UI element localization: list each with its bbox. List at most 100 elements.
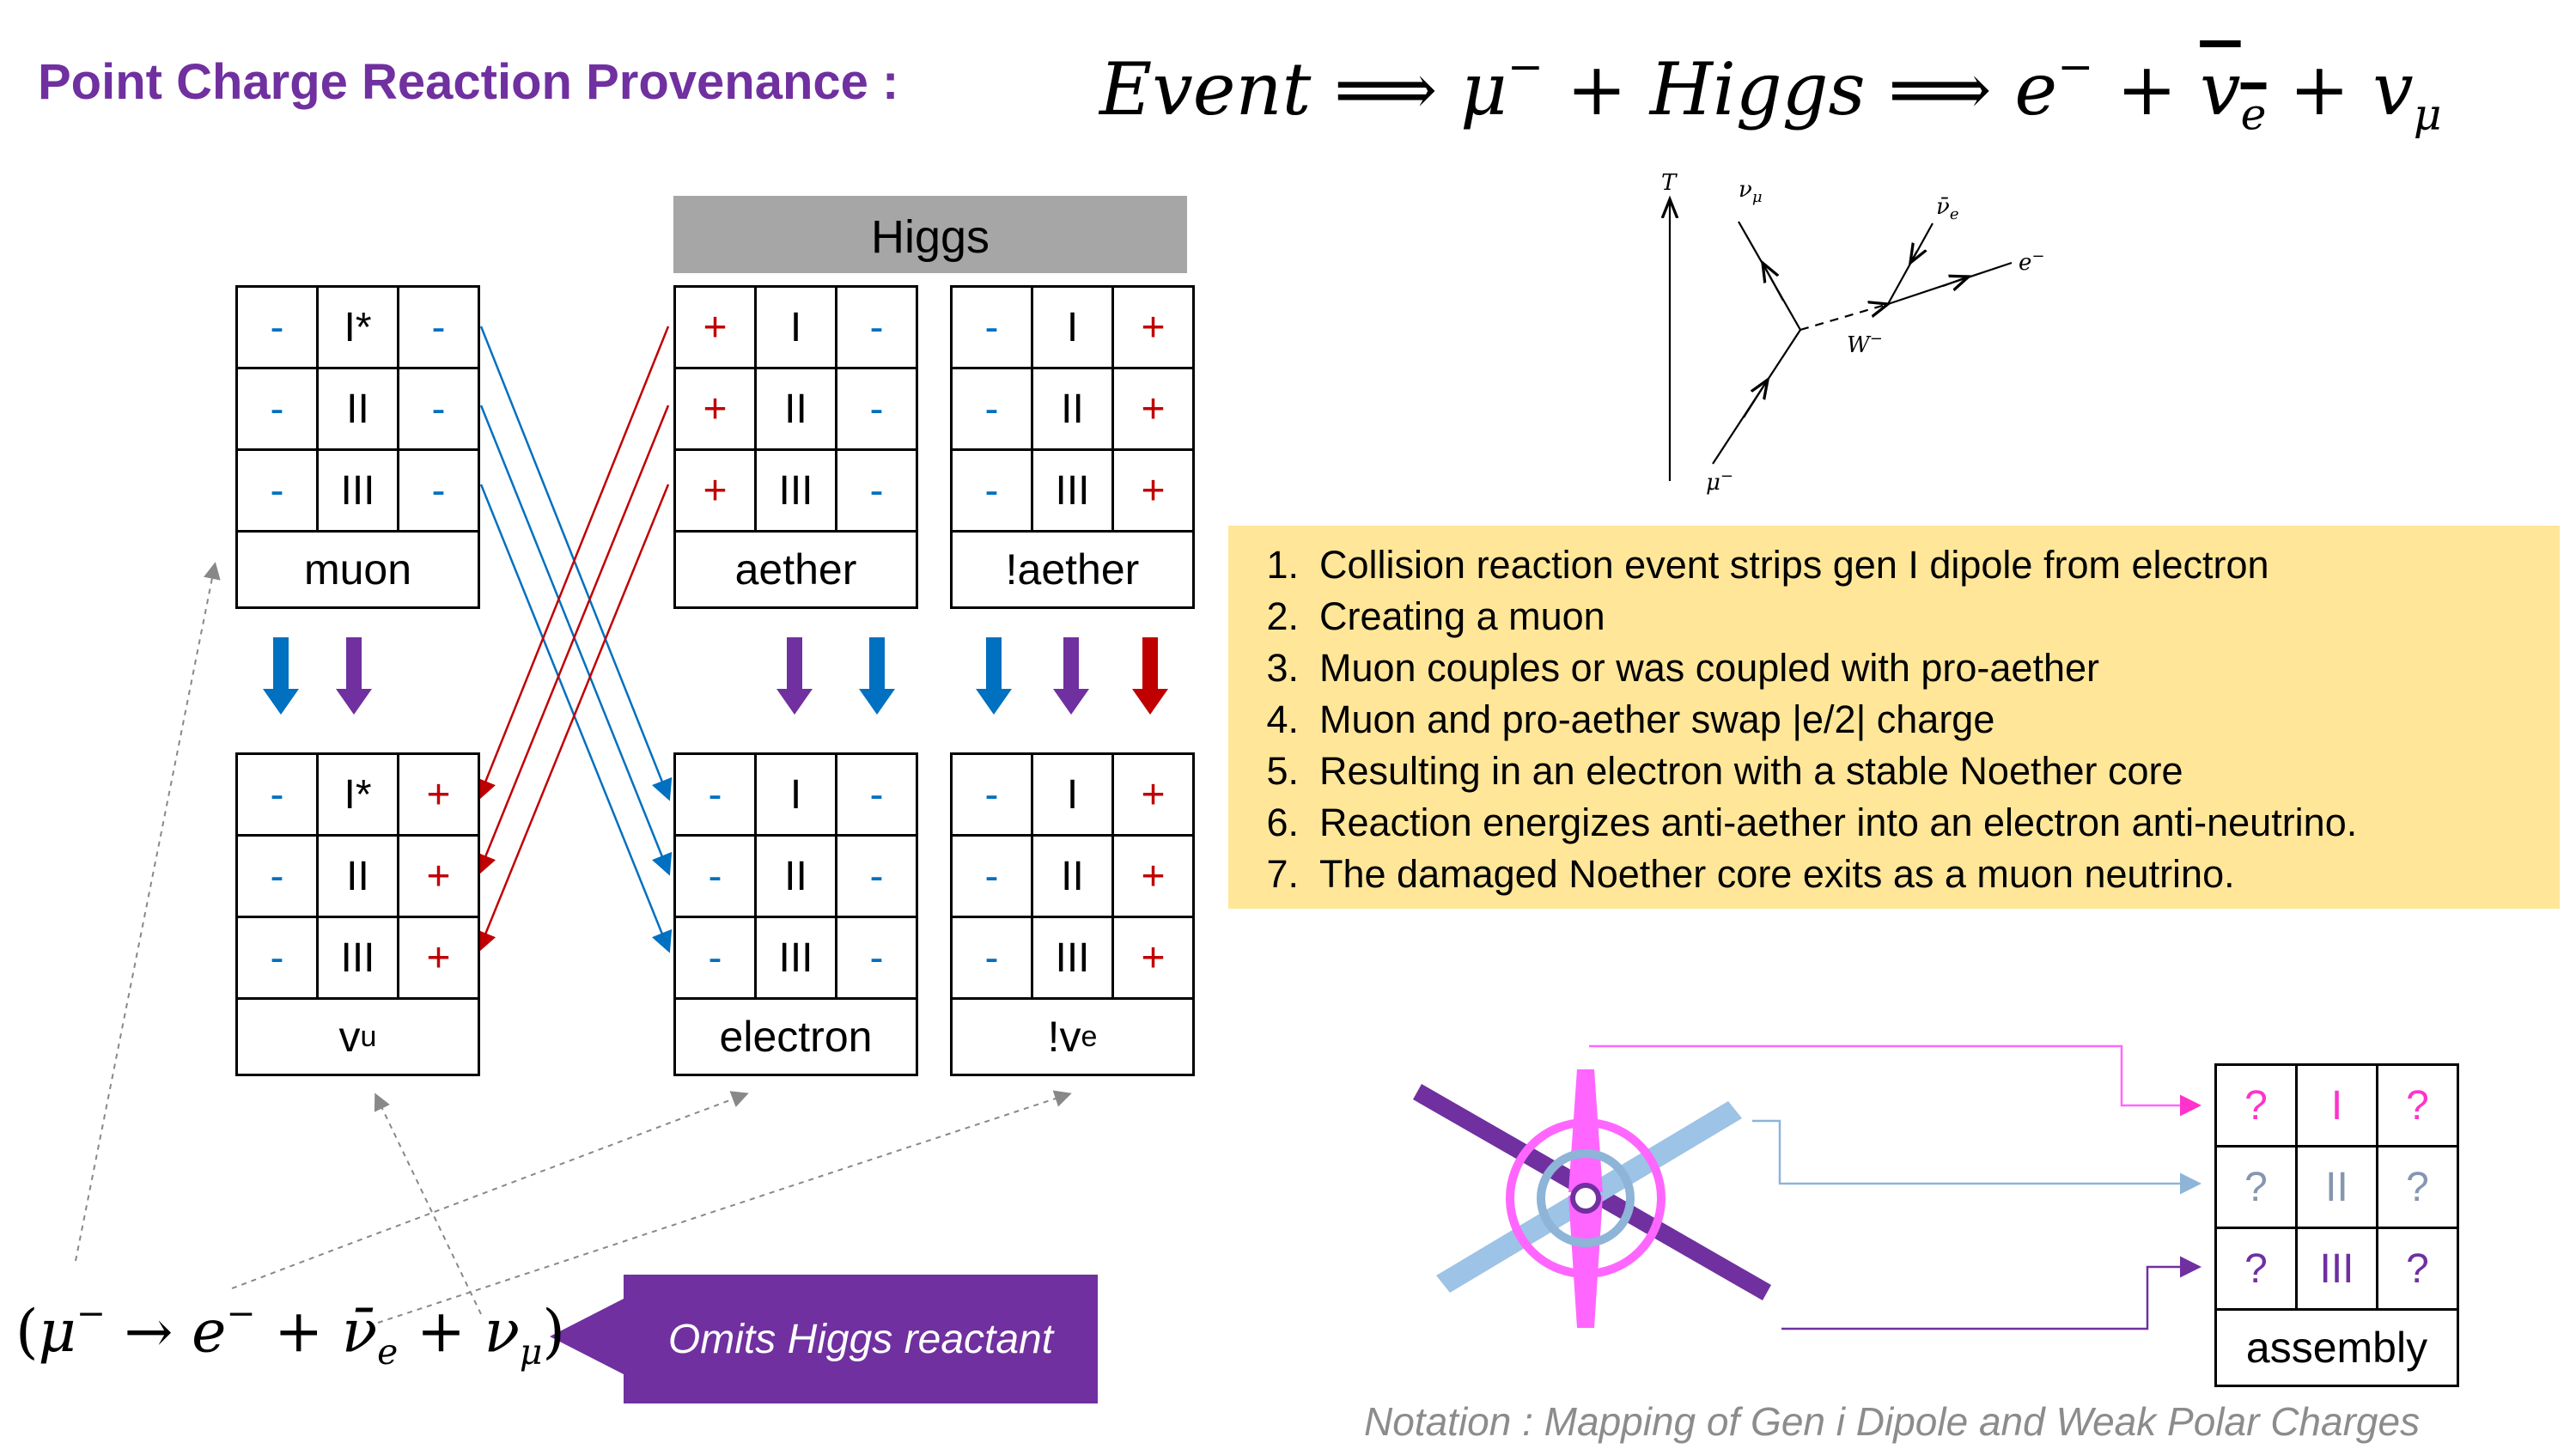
grid-row: -III+ <box>953 918 1192 1000</box>
grid-label-sub: u <box>360 1020 377 1053</box>
grid-row: ?I? <box>2217 1066 2457 1148</box>
list-item: 4.Muon and pro-aether swap |e/2| charge <box>1228 694 2560 746</box>
dipole-charge-glyph <box>1413 1069 1771 1328</box>
eq-nu-mu-sub: μ <box>2413 88 2442 140</box>
grid-label: muon <box>303 545 412 594</box>
charge-right: - <box>869 853 884 899</box>
eq-higgs: Higgs <box>1649 46 1866 131</box>
note-number: 7. <box>1266 852 1299 896</box>
charge-left: - <box>984 304 999 350</box>
decay-nu-mu: ν <box>484 1298 520 1367</box>
grid-row: -III+ <box>238 918 478 1000</box>
charge-left: ? <box>2244 1082 2268 1129</box>
eq-plus-2: + <box>2116 46 2177 131</box>
eq-nu-e-sub: e <box>2240 88 2267 140</box>
charge-right: - <box>431 304 446 350</box>
feynman-nu-e-bar-label: ν̄e <box>1936 194 1958 223</box>
eq-mu-charge: − <box>1507 41 1544 92</box>
feynman-muon-charge: − <box>1720 467 1733 485</box>
charge-left: ? <box>2244 1164 2268 1210</box>
grid-assembly: ?I? ?II? ?III? assembly <box>2214 1063 2459 1387</box>
generation: II <box>1031 837 1114 916</box>
charge-left: + <box>703 386 728 432</box>
charge-right: - <box>869 386 884 432</box>
grid-label: aether <box>734 545 857 594</box>
list-item: 5.Resulting in an electron with a stable… <box>1228 746 2560 797</box>
decay-mu-charge: − <box>76 1293 106 1334</box>
grid-row: -II+ <box>953 369 1192 451</box>
charge-left: ? <box>2244 1245 2268 1292</box>
decay-electron-charge: − <box>226 1293 256 1334</box>
note-text: The damaged Noether core exits as a muon… <box>1319 852 2235 896</box>
higgs-banner: Higgs <box>673 196 1187 273</box>
generation: I <box>754 288 837 367</box>
charge-right: - <box>869 771 884 818</box>
charge-right: ? <box>2406 1164 2429 1210</box>
feynman-electron-label: e− <box>2019 247 2044 276</box>
feynman-muon-label: μ− <box>1706 467 1733 496</box>
charge-right: + <box>426 771 451 818</box>
charge-right: + <box>1141 467 1166 514</box>
generation: II <box>316 369 399 448</box>
generation: I <box>1031 288 1114 367</box>
grid-row: -II+ <box>953 837 1192 918</box>
feynman-nu-e-bar-sub: e <box>1949 205 1959 223</box>
grid-electron: -I- -II- -III- electron <box>673 752 918 1076</box>
grid-row: -III- <box>676 918 916 1000</box>
list-item: 2.Creating a muon <box>1228 591 2560 642</box>
charge-left: - <box>270 386 284 432</box>
generation: II <box>754 837 837 916</box>
notes-list: 1. Collision reaction event strips gen I … <box>1228 526 2560 900</box>
charge-left: - <box>708 771 722 818</box>
arrow-purple-3 <box>1053 637 1089 715</box>
charge-right: - <box>431 467 446 514</box>
note-text: Reaction energizes anti-aether into an e… <box>1319 801 2358 844</box>
decay-electron: e <box>192 1298 227 1367</box>
feynman-w-charge: − <box>1869 330 1883 348</box>
note-text: Collision reaction event strips gen I di… <box>1319 543 2269 587</box>
grid-row: +III- <box>676 451 916 533</box>
feynman-t-axis-label: T <box>1661 170 1677 196</box>
arrow-blue-1 <box>263 637 299 715</box>
grid-row: ?III? <box>2217 1229 2457 1311</box>
decay-nu-e-bar: ν̄ <box>341 1298 378 1367</box>
eq-implies-2: ⟹ <box>1888 46 1992 131</box>
charge-right: - <box>869 467 884 514</box>
eq-electron-charge: − <box>2057 41 2094 92</box>
charge-right: + <box>1141 935 1166 981</box>
page-title: Point Charge Reaction Provenance : <box>38 54 899 110</box>
feynman-muon-symbol: μ <box>1706 470 1720 496</box>
eq-mu: μ <box>1460 46 1507 131</box>
grid-row: -III+ <box>953 451 1192 533</box>
feynman-nu-mu-symbol: ν <box>1739 177 1752 203</box>
note-number: 1. <box>1266 543 1299 587</box>
charge-left: - <box>270 304 284 350</box>
grid-label-main: !v <box>1047 1013 1081 1061</box>
grid-not-aether: -I+ -II+ -III+ !aether <box>950 285 1195 609</box>
charge-right: - <box>869 935 884 981</box>
charge-left: - <box>270 935 284 981</box>
charge-left: + <box>703 467 728 514</box>
eq-nu-mu: v <box>2372 46 2414 131</box>
feynman-diagram <box>1670 199 2013 481</box>
reaction-equation: Event ⟹ μ− + Higgs ⟹ e− + ve + vμ <box>1099 41 2441 139</box>
generation: II <box>754 369 837 448</box>
grid-row: -II+ <box>238 837 478 918</box>
grid-label-sub: e <box>1081 1020 1098 1053</box>
charge-left: - <box>270 771 284 818</box>
charge-right: + <box>1141 853 1166 899</box>
note-text: Resulting in an electron with a stable N… <box>1319 749 2183 793</box>
arrow-purple-1 <box>336 637 372 715</box>
generation: III <box>754 918 837 997</box>
list-item: 3.Muon couples or was coupled with pro-a… <box>1228 642 2560 694</box>
feynman-electron-charge: − <box>2031 247 2045 265</box>
charge-right: ? <box>2406 1082 2429 1129</box>
grid-row: -II- <box>676 837 916 918</box>
charge-right: + <box>426 935 451 981</box>
list-item: 7. The damaged Noether core exits as a mu… <box>1228 849 2560 900</box>
charge-left: - <box>708 935 722 981</box>
note-number: 6. <box>1266 801 1299 844</box>
grid-row: -I+ <box>953 288 1192 369</box>
